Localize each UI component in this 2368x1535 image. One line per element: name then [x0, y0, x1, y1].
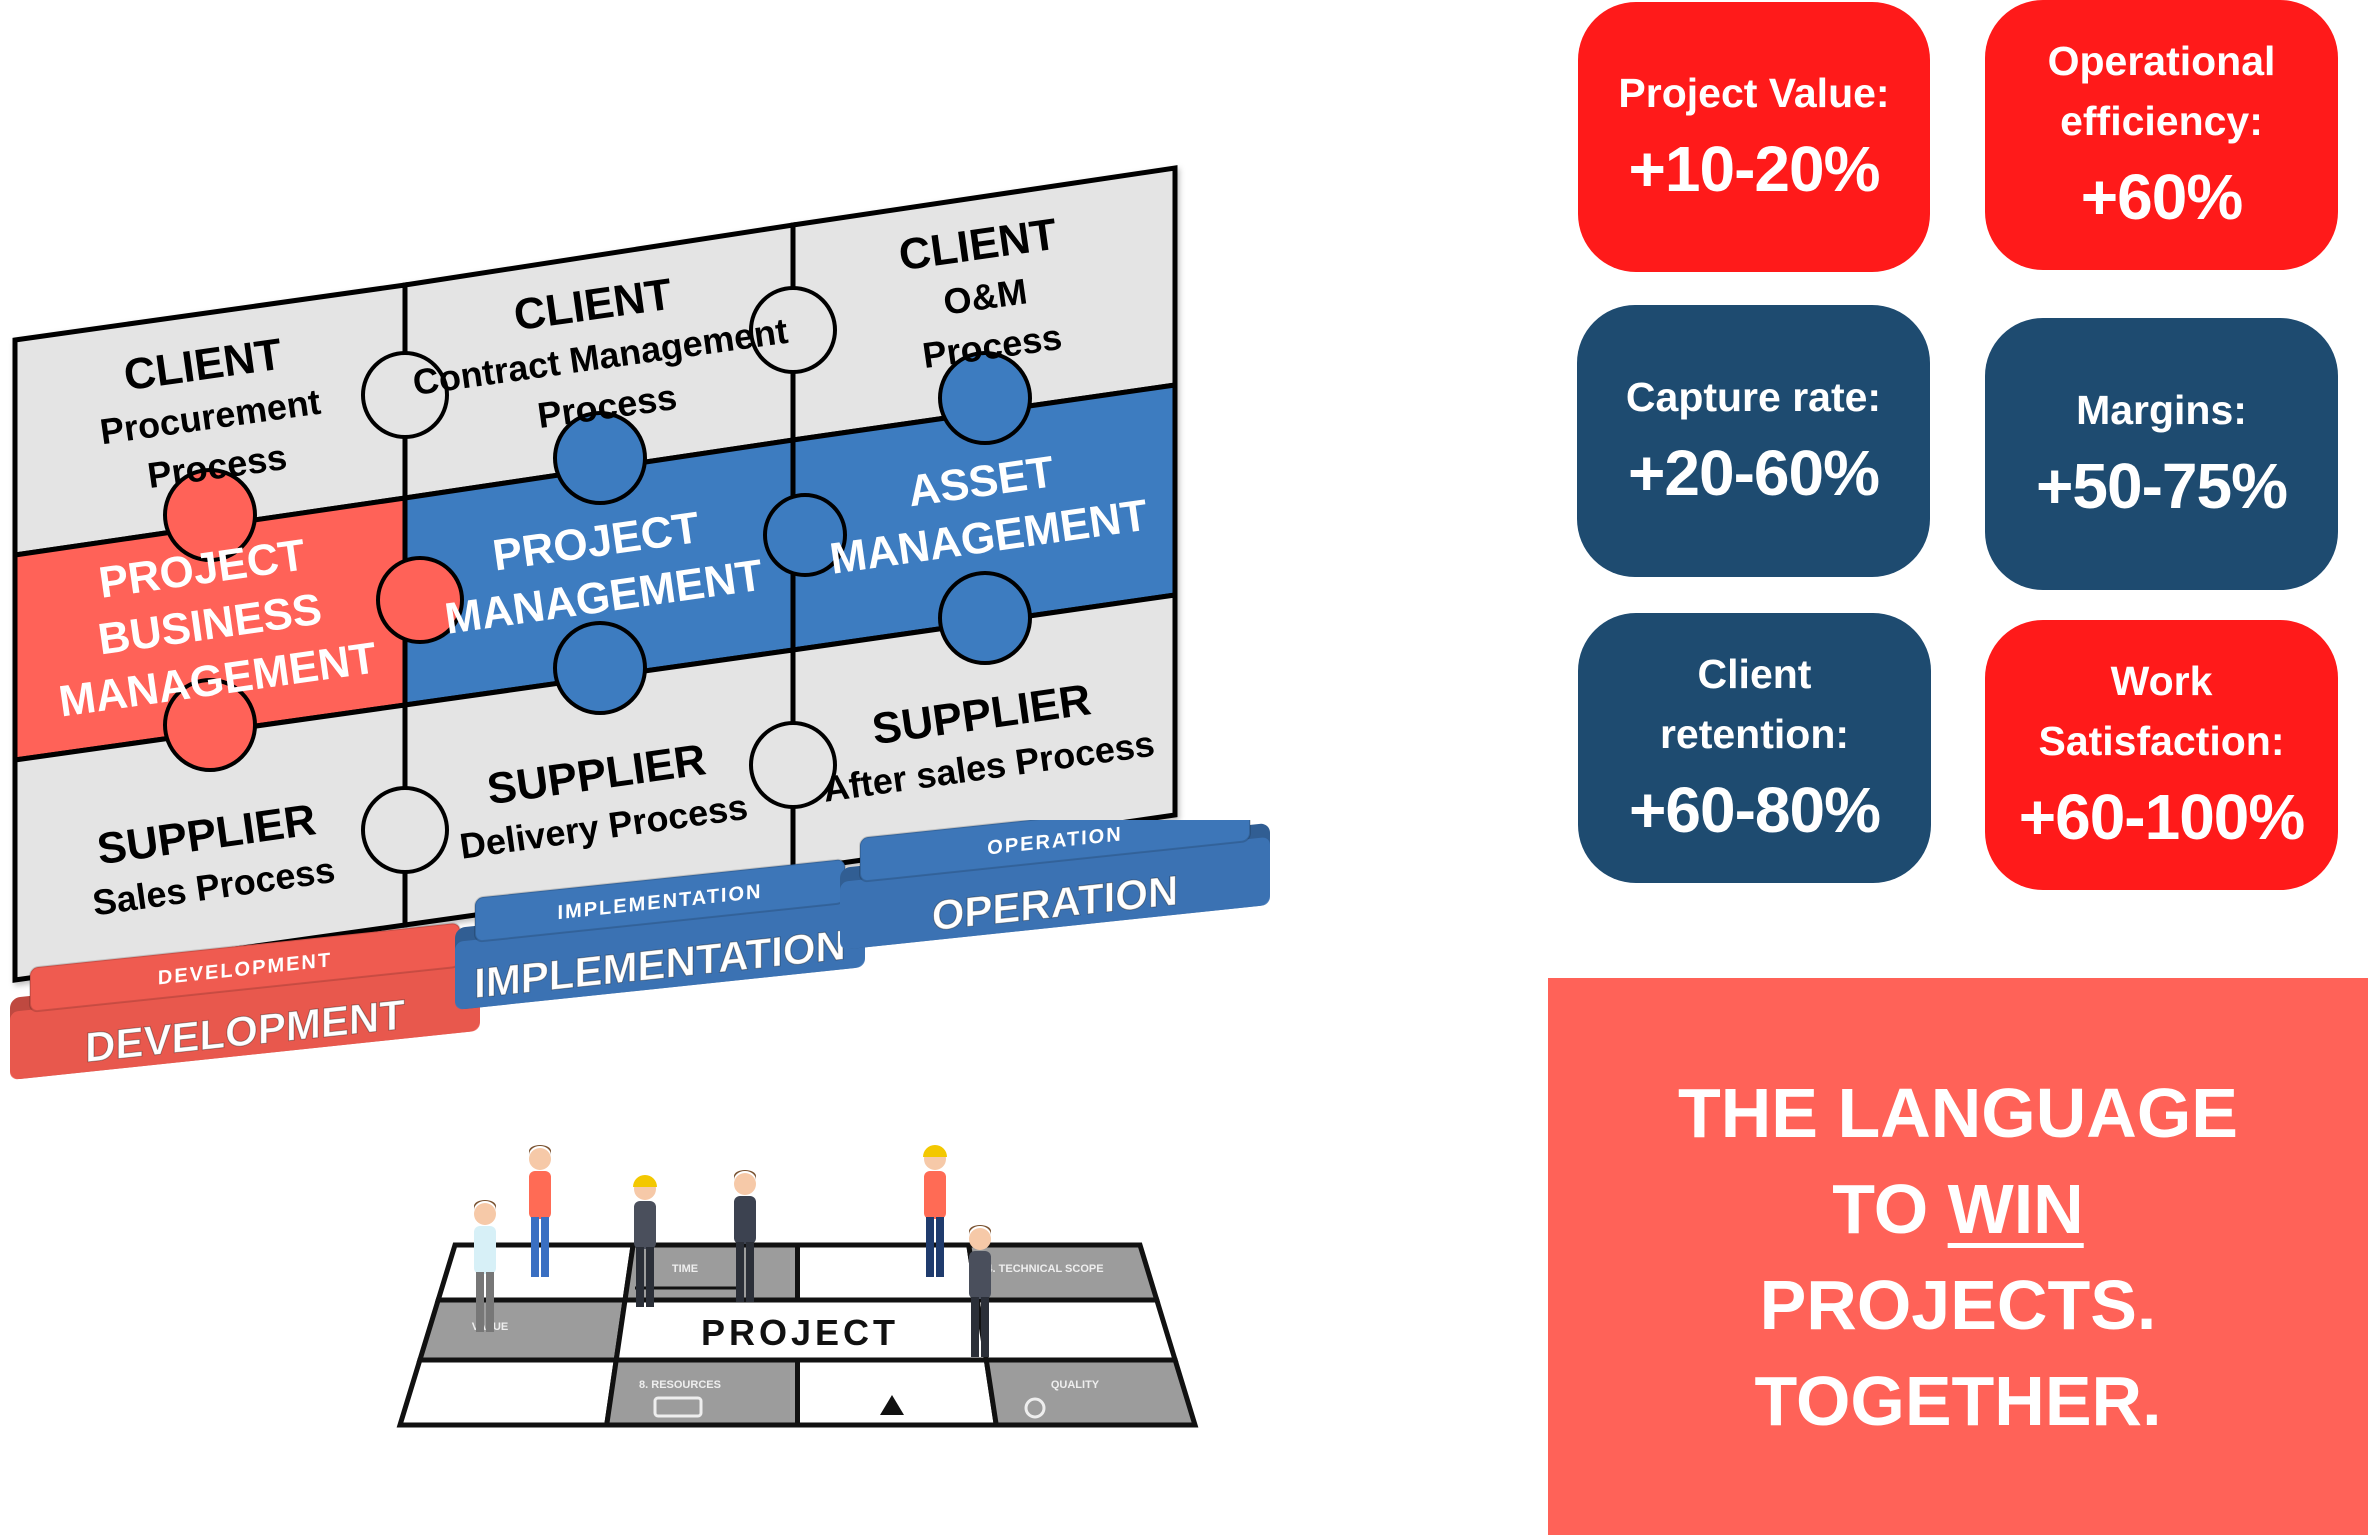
metric-card-capture-rate: Capture rate: +20-60%	[1577, 305, 1930, 577]
metric-label: Satisfaction:	[2038, 718, 2285, 764]
metric-value: +20-60%	[1628, 437, 1880, 509]
triangle-icon	[880, 1395, 904, 1415]
person-figure	[734, 1170, 756, 1302]
target-icon	[1024, 1397, 1046, 1419]
puzzle-knob	[361, 786, 449, 874]
tagline-line-2-prefix: TO	[1832, 1169, 1948, 1248]
metric-card-margins: Margins: +50-75%	[1985, 318, 2338, 590]
puzzle-knob	[763, 493, 847, 577]
puzzle-knob	[376, 556, 464, 644]
tagline-line-2: TO WIN	[1832, 1161, 2083, 1257]
metric-label: Operational	[2047, 38, 2276, 84]
phase-bars: DEVELOPMENTDEVELOPMENTIMPLEMENTATIONIMPL…	[10, 820, 1270, 1080]
metric-value: +60-80%	[1629, 774, 1881, 846]
metric-label: retention:	[1659, 711, 1850, 757]
tagline-line-1: THE LANGUAGE	[1678, 1073, 2238, 1152]
board-tile	[983, 1357, 1199, 1428]
tagline-line-4: TOGETHER.	[1754, 1361, 2162, 1440]
metric-card-work-satisfaction: Work Satisfaction: +60-100%	[1985, 620, 2338, 890]
metric-card-operational-efficiency: Operational efficiency: +60%	[1985, 0, 2338, 270]
board-tile-label: QUALITY	[1051, 1379, 1100, 1391]
board-center-label: PROJECT	[701, 1312, 899, 1353]
person-figure	[474, 1200, 496, 1332]
puzzle-knob	[163, 678, 257, 772]
board-center-tile	[613, 1297, 990, 1363]
board-tile-label: TIME	[672, 1263, 698, 1275]
tagline-box: THE LANGUAGE TO WIN PROJECTS. TOGETHER.	[1548, 978, 2368, 1535]
board-tile-label: 8. RESOURCES	[639, 1379, 721, 1391]
puzzle-knob	[553, 621, 647, 715]
board-tile	[416, 1297, 628, 1363]
metric-card-client-retention: Client retention: +60-80%	[1578, 613, 1931, 883]
battery-icon	[653, 1396, 703, 1418]
board-tile-label: 4. TECHNICAL SCOPE	[986, 1263, 1103, 1275]
board-tile	[795, 1242, 981, 1303]
metric-card-project-value: Project Value: +10-20%	[1578, 2, 1930, 272]
metric-label: Client	[1697, 651, 1812, 697]
puzzle-knob	[749, 286, 837, 374]
person-figure	[969, 1225, 991, 1357]
person-figure	[633, 1175, 657, 1307]
metric-value: +10-20%	[1628, 133, 1881, 205]
metric-label: Margins:	[2076, 387, 2247, 433]
puzzle-knob	[361, 351, 449, 439]
metric-value: +50-75%	[2036, 450, 2288, 522]
puzzle-knob	[749, 721, 837, 809]
metric-value: +60%	[2080, 161, 2243, 233]
tagline-emphasis: WIN	[1947, 1169, 2084, 1248]
puzzle-knob	[163, 468, 257, 562]
metric-label: efficiency:	[2060, 98, 2263, 144]
metric-label: Project Value:	[1618, 70, 1890, 116]
board-tile	[974, 1297, 1179, 1363]
metric-label: Capture rate:	[1625, 374, 1882, 420]
metric-value: +60-100%	[2018, 781, 2306, 853]
puzzle-knob	[938, 571, 1032, 665]
puzzle-knob	[938, 351, 1032, 445]
board-tile	[603, 1357, 800, 1428]
board-tile	[795, 1357, 1000, 1428]
metric-label: Work	[2110, 658, 2213, 704]
person-figure	[529, 1145, 551, 1277]
tagline-line-3: PROJECTS.	[1759, 1265, 2157, 1344]
person-figure	[923, 1145, 947, 1277]
puzzle-knob	[553, 411, 647, 505]
board-tile	[396, 1357, 620, 1428]
